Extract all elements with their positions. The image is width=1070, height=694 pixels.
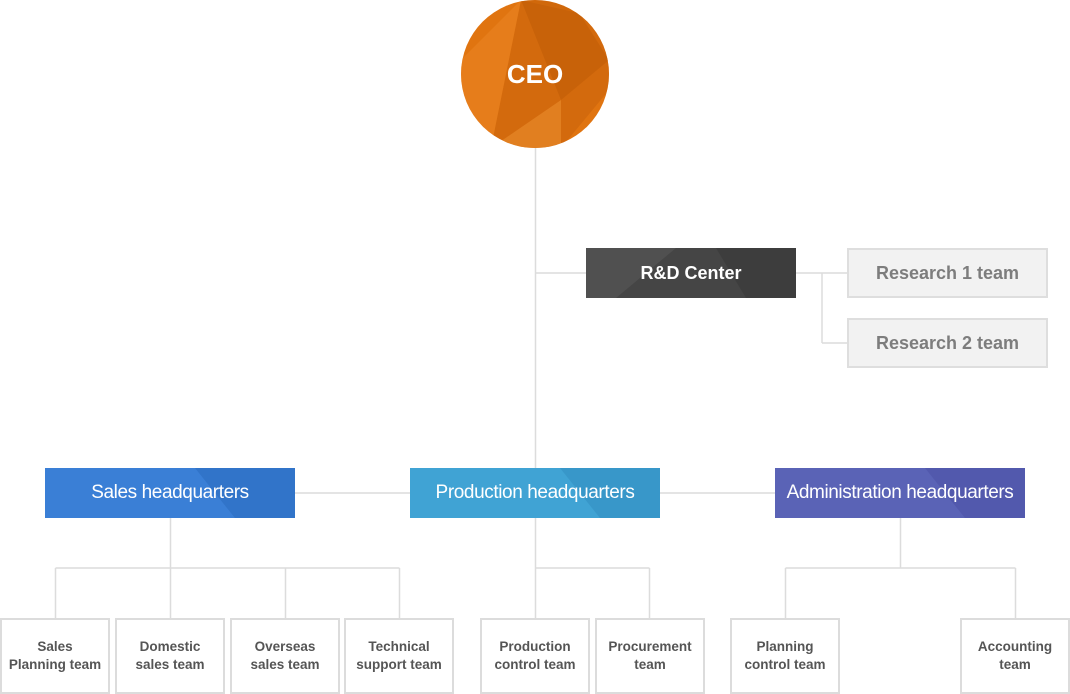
production-headquarters-node: Production headquarters <box>410 468 660 518</box>
team-planning-control: Planning control team <box>730 618 840 694</box>
research-team-2: Research 2 team <box>847 318 1048 368</box>
ceo-label: CEO <box>506 58 564 89</box>
team-sales-planning: Sales Planning team <box>0 618 110 694</box>
ceo-facets <box>461 0 609 148</box>
sales-hq-shade <box>195 468 295 518</box>
team-domestic-sales: Domestic sales team <box>115 618 225 694</box>
team-label: Accounting team <box>977 639 1053 672</box>
administration-headquarters-node: Administration headquarters <box>775 468 1025 518</box>
research-team-1-label: Research 1 team <box>875 262 1020 283</box>
team-technical-support: Technical support team <box>344 618 454 694</box>
administration-headquarters-label: Administration headquarters <box>786 482 1014 503</box>
research-team-2-label: Research 2 team <box>875 332 1020 353</box>
sales-headquarters-label: Sales headquarters <box>91 482 249 503</box>
research-team-1: Research 1 team <box>847 248 1048 298</box>
sales-headquarters-node: Sales headquarters <box>45 468 295 518</box>
team-label: Procurement team <box>608 639 692 672</box>
team-procurement: Procurement team <box>595 618 705 694</box>
team-label: Planning control team <box>744 639 826 672</box>
production-headquarters-label: Production headquarters <box>435 482 635 503</box>
team-production-control: Production control team <box>480 618 590 694</box>
admin-hq-shade <box>925 468 1025 518</box>
team-label: Production control team <box>494 639 576 672</box>
team-overseas-sales: Overseas sales team <box>230 618 340 694</box>
team-label: Technical support team <box>356 639 442 672</box>
team-label: Domestic sales team <box>135 639 205 672</box>
production-hq-shade <box>560 468 660 518</box>
team-accounting: Accounting team <box>960 618 1070 694</box>
rd-center-shade <box>586 248 796 298</box>
rd-center-label: R&D Center <box>640 262 742 283</box>
ceo-node: CEO <box>461 0 609 148</box>
team-label: Overseas sales team <box>250 639 320 672</box>
team-label: Sales Planning team <box>8 639 102 672</box>
rd-center-node: R&D Center <box>586 248 796 298</box>
